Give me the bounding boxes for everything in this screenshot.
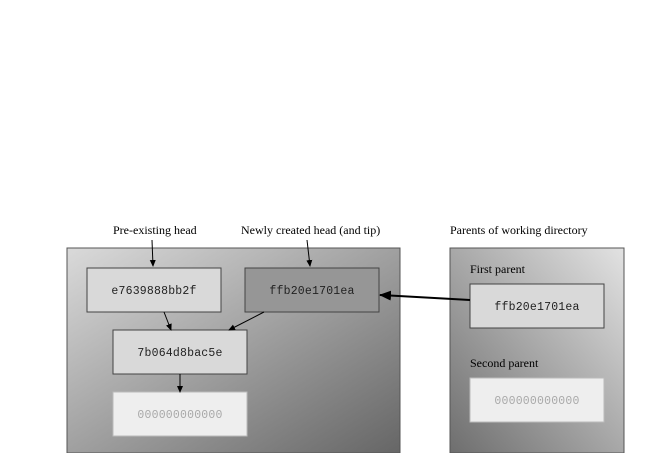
new-head-pointer xyxy=(306,239,313,267)
commit-hash-pre-existing-head: e7639888bb2f xyxy=(111,285,196,298)
commit-node-base: 7b064d8bac5e xyxy=(112,329,248,375)
commit-node-new-head: ffb20e1701ea xyxy=(244,267,380,313)
pre-existing-head-pointer xyxy=(149,239,156,267)
first-parent-hash: ffb20e1701ea xyxy=(494,301,579,314)
first-parent-node: ffb20e1701ea xyxy=(469,283,605,329)
commit-node-null: 000000000000 xyxy=(112,391,248,437)
commit-node-pre-existing-head: e7639888bb2f xyxy=(86,267,222,313)
commit-hash-null: 000000000000 xyxy=(137,409,222,422)
edge-new-head-to-base xyxy=(228,311,265,331)
commit-hash-base: 7b064d8bac5e xyxy=(137,347,222,360)
parents-of-working-directory-caption: Parents of working directory xyxy=(450,223,588,237)
newly-created-head-caption: Newly created head (and tip) xyxy=(241,223,380,237)
second-parent-label: Second parent xyxy=(470,356,539,370)
pre-existing-head-caption: Pre-existing head xyxy=(113,223,197,237)
second-parent-hash: 000000000000 xyxy=(494,395,579,408)
second-parent-node: 000000000000 xyxy=(469,377,605,423)
edge-pre-existing-to-base xyxy=(163,311,172,331)
commit-hash-new-head: ffb20e1701ea xyxy=(269,285,354,298)
first-parent-to-new-head-arrow xyxy=(379,290,471,301)
first-parent-label: First parent xyxy=(470,262,526,276)
